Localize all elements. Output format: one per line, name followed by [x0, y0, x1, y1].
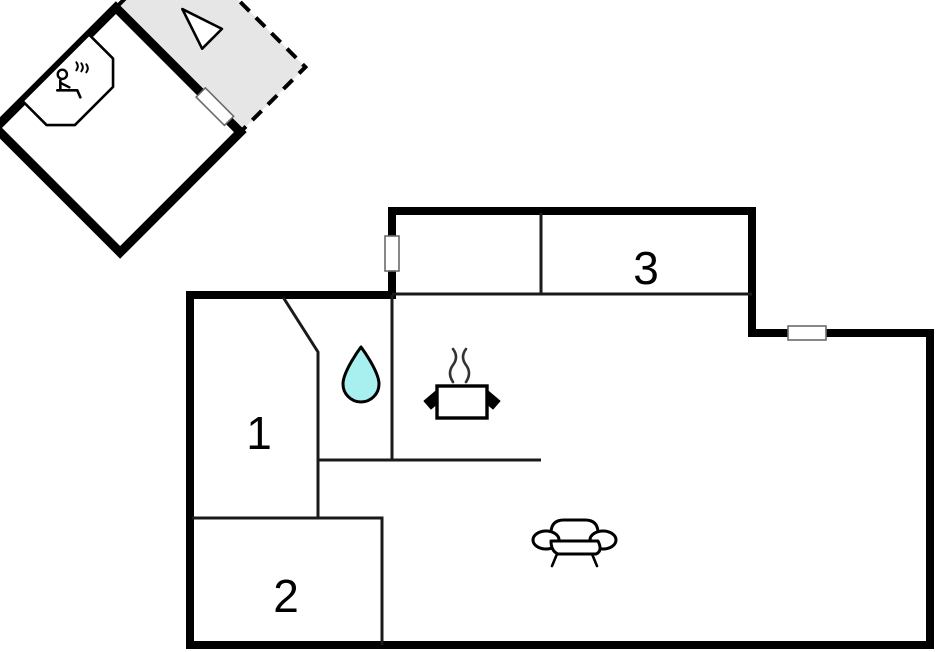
sofa-seat	[549, 539, 602, 556]
window-vertical-leaf	[384, 235, 400, 272]
terrace-dashed-border	[114, 0, 309, 134]
sauna-annex-group	[0, 0, 309, 259]
door-sauna-diagonal-wall[interactable]	[195, 86, 235, 127]
sofa-leg-right	[590, 552, 599, 568]
sauna-icon-head	[56, 68, 69, 81]
sauna-icon-wave-3	[85, 63, 89, 74]
pot-handle-right	[486, 389, 501, 410]
sauna-icon-legs	[56, 89, 82, 99]
main-floor-fill	[190, 211, 930, 645]
sofa-icon	[531, 518, 618, 568]
tree-triangle-icon	[181, 7, 224, 50]
sauna-icon-arm	[60, 82, 71, 89]
room-number-1: 1	[246, 407, 272, 459]
room-number-3: 3	[633, 242, 659, 294]
pot-handle-left	[423, 389, 438, 410]
room2-walls	[192, 516, 384, 645]
sauna-person-heat-icon	[56, 61, 89, 99]
water-drop-shape	[341, 345, 381, 404]
pot-steam-1	[448, 347, 458, 384]
sauna-icon-wave-1	[75, 61, 79, 72]
door-sauna-leaf	[195, 86, 235, 127]
pot-steam-2	[461, 347, 471, 384]
window-horizontal-leaf	[787, 325, 827, 341]
sauna-bench	[21, 33, 115, 127]
main-building-group: 1 2 3	[186, 207, 934, 649]
tree-triangle-shape	[181, 7, 224, 50]
window-horizontal-east-wall[interactable]	[787, 325, 827, 341]
sofa-leg-left	[550, 552, 559, 568]
water-drop-icon	[341, 345, 381, 404]
cooking-pot-icon	[423, 347, 501, 420]
room-number-2: 2	[273, 570, 299, 622]
pot-body	[435, 384, 489, 420]
room1-east-chamfered-wall	[281, 296, 320, 518]
sauna-icon-wave-2	[80, 62, 84, 73]
window-vertical-north-wall[interactable]	[384, 235, 400, 272]
